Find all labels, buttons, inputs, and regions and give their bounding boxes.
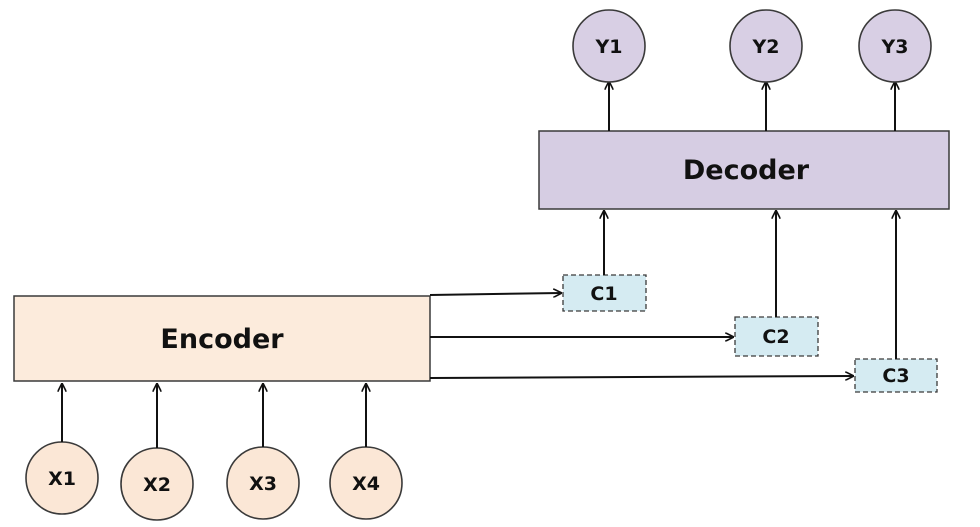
context-c3-label: C3 bbox=[882, 365, 909, 387]
context-c1-label: C1 bbox=[590, 283, 617, 305]
input-arrows bbox=[62, 384, 366, 448]
decoder-box bbox=[538, 130, 950, 210]
encoder-label: Encoder bbox=[160, 324, 284, 355]
context-vectors: C1 C2 C3 bbox=[562, 274, 938, 393]
output-node-y3-label: Y3 bbox=[881, 36, 909, 58]
arrow-encoder-to-c1 bbox=[429, 293, 561, 295]
context-c2-label: C2 bbox=[762, 326, 789, 348]
arrow-encoder-to-c3 bbox=[429, 376, 853, 378]
input-node-x2-label: X2 bbox=[143, 474, 171, 496]
input-node-x3-label: X3 bbox=[249, 473, 277, 495]
output-node-y1 bbox=[572, 9, 646, 83]
encoder-to-context-arrows bbox=[429, 293, 853, 378]
context-to-decoder-arrows bbox=[604, 211, 896, 359]
output-nodes: Y1 Y2 Y3 bbox=[572, 9, 932, 83]
encoder-box bbox=[13, 295, 431, 382]
decoder-block: Decoder bbox=[538, 130, 950, 210]
context-c1-box bbox=[562, 274, 647, 312]
input-node-x4-label: X4 bbox=[352, 473, 380, 495]
decoder-label: Decoder bbox=[683, 155, 810, 186]
output-node-y1-label: Y1 bbox=[595, 36, 623, 58]
output-node-y3 bbox=[858, 9, 932, 83]
output-node-y2 bbox=[729, 9, 803, 83]
output-node-y2-label: Y2 bbox=[752, 36, 780, 58]
encoder-block: Encoder bbox=[13, 295, 431, 382]
decoder-to-output-arrows bbox=[609, 82, 895, 131]
input-node-x1-label: X1 bbox=[48, 468, 76, 490]
input-nodes: X1 X2 X3 X4 bbox=[25, 441, 403, 521]
